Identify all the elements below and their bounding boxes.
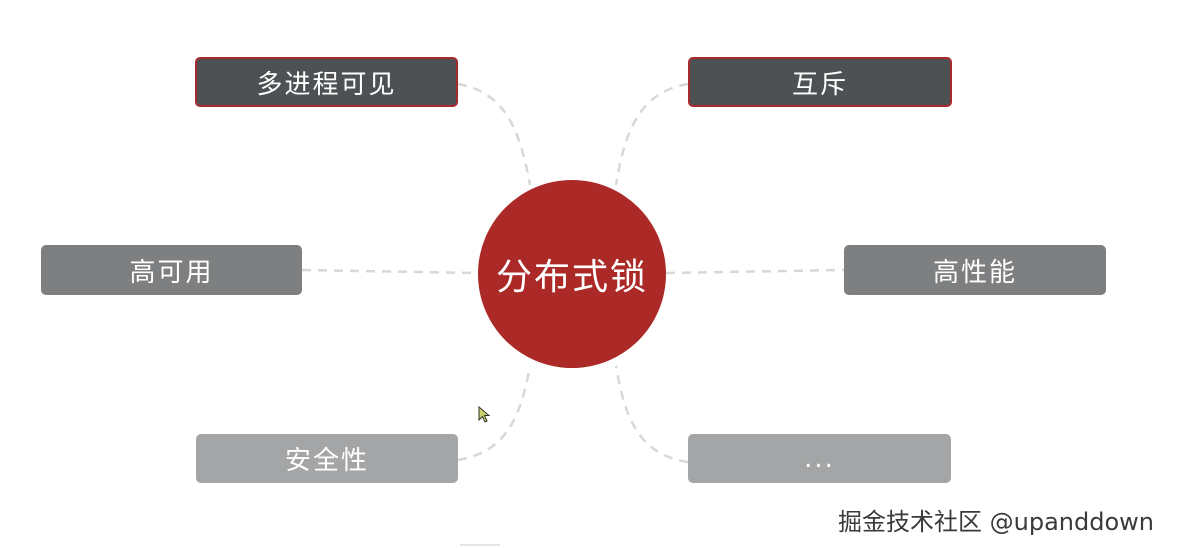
node-more[interactable]: ... xyxy=(688,434,951,483)
watermark-text: 掘金技术社区 @upanddown xyxy=(838,508,1154,536)
node-multi-process-visible[interactable]: 多进程可见 xyxy=(195,57,458,107)
mouse-cursor-icon xyxy=(478,406,491,423)
center-node-distributed-lock[interactable]: 分布式锁 xyxy=(478,180,666,368)
connector-security xyxy=(457,365,532,462)
node-high-availability[interactable]: 高可用 xyxy=(41,245,302,295)
node-high-performance[interactable]: 高性能 xyxy=(844,245,1106,295)
connector-high-availability xyxy=(301,268,479,275)
divider xyxy=(460,544,500,546)
connector-more xyxy=(614,365,689,464)
node-mutex[interactable]: 互斥 xyxy=(688,57,952,107)
connector-multi-process-visible xyxy=(457,82,532,186)
connector-mutex xyxy=(614,82,689,186)
connector-high-performance xyxy=(665,268,845,275)
node-security[interactable]: 安全性 xyxy=(196,434,458,483)
